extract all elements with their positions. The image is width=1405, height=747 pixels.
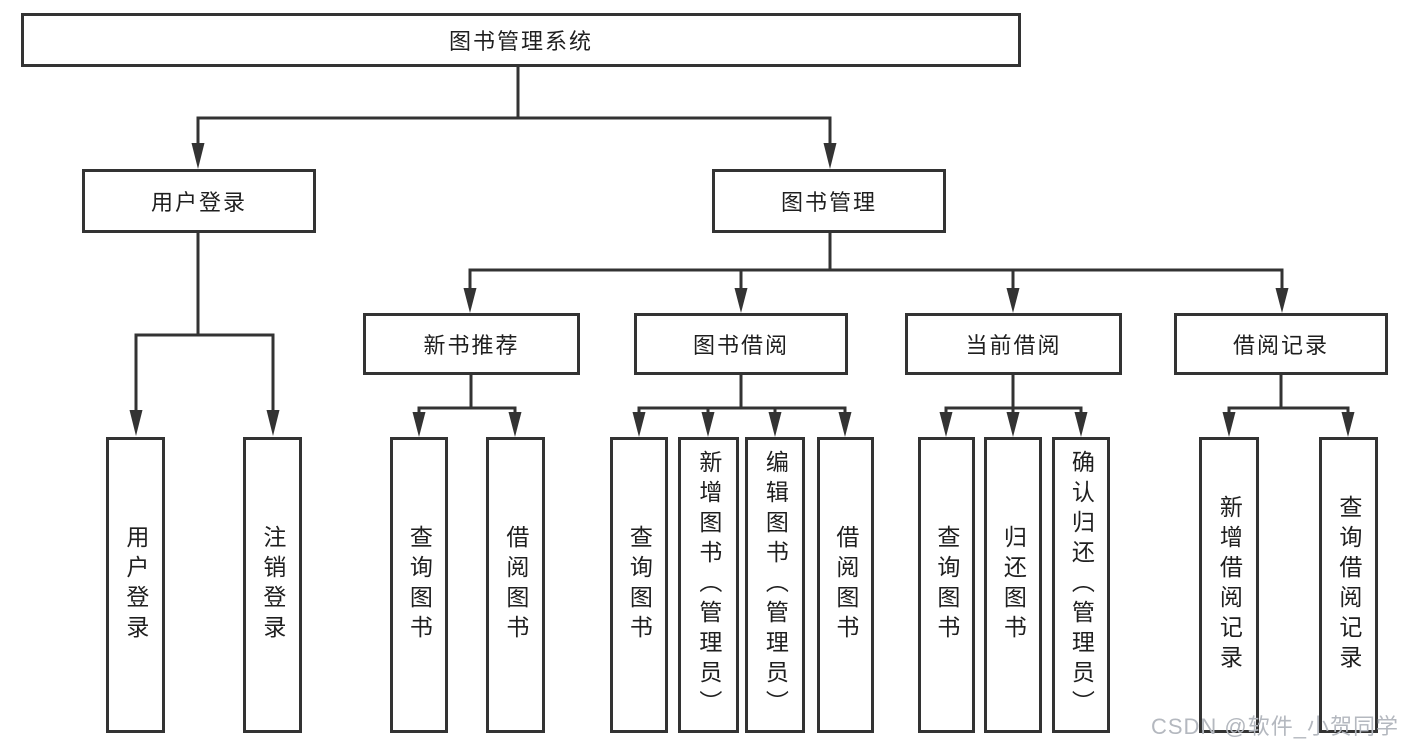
leaf-borrow-books: 借阅图书 — [486, 437, 545, 733]
leaf-query-books-2: 查询图书 — [610, 437, 668, 733]
leaf-label: 查询借阅记录 — [1335, 495, 1362, 675]
node-user-login: 用户登录 — [82, 169, 316, 233]
node-label: 图书借阅 — [692, 333, 789, 358]
leaf-query-books: 查询图书 — [390, 437, 448, 733]
leaf-label: 查询图书 — [406, 525, 433, 645]
leaf-label: 确认归还（管理员） — [1068, 450, 1095, 720]
leaf-label: 借阅图书 — [502, 525, 529, 645]
node-book-management: 图书管理 — [712, 169, 946, 233]
leaf-query-borrow-record: 查询借阅记录 — [1319, 437, 1378, 733]
leaf-user-login: 用户登录 — [106, 437, 165, 733]
node-label: 新书推荐 — [423, 333, 520, 358]
node-label: 图书管理 — [780, 190, 877, 215]
leaf-label: 注销登录 — [259, 525, 286, 645]
node-book-borrowing: 图书借阅 — [634, 313, 848, 375]
leaf-query-books-3: 查询图书 — [918, 437, 975, 733]
leaf-borrow-books-2: 借阅图书 — [817, 437, 874, 733]
watermark-text: CSDN @软件_小贺同学 — [1150, 714, 1399, 739]
leaf-label: 新增借阅记录 — [1216, 495, 1243, 675]
leaf-confirm-return-admin: 确认归还（管理员） — [1052, 437, 1110, 733]
node-current-borrowing: 当前借阅 — [905, 313, 1122, 375]
node-new-book-recommendation: 新书推荐 — [363, 313, 580, 375]
leaf-add-borrow-record: 新增借阅记录 — [1199, 437, 1259, 733]
leaf-label: 查询图书 — [933, 525, 960, 645]
leaf-edit-book-admin: 编辑图书（管理员） — [745, 437, 805, 733]
node-library-management-system: 图书管理系统 — [21, 13, 1021, 67]
node-label: 用户登录 — [150, 190, 247, 215]
leaf-label: 归还图书 — [1000, 525, 1027, 645]
node-label: 当前借阅 — [965, 333, 1062, 358]
leaf-logout: 注销登录 — [243, 437, 302, 733]
node-label: 图书管理系统 — [448, 29, 593, 54]
leaf-label: 用户登录 — [122, 525, 149, 645]
node-label: 借阅记录 — [1232, 333, 1329, 358]
leaf-add-book-admin: 新增图书（管理员） — [678, 437, 739, 733]
leaf-label: 查询图书 — [626, 525, 653, 645]
node-borrowing-records: 借阅记录 — [1174, 313, 1388, 375]
leaf-label: 新增图书（管理员） — [695, 450, 722, 720]
leaf-label: 编辑图书（管理员） — [762, 450, 789, 720]
leaf-return-book: 归还图书 — [984, 437, 1042, 733]
leaf-label: 借阅图书 — [832, 525, 859, 645]
